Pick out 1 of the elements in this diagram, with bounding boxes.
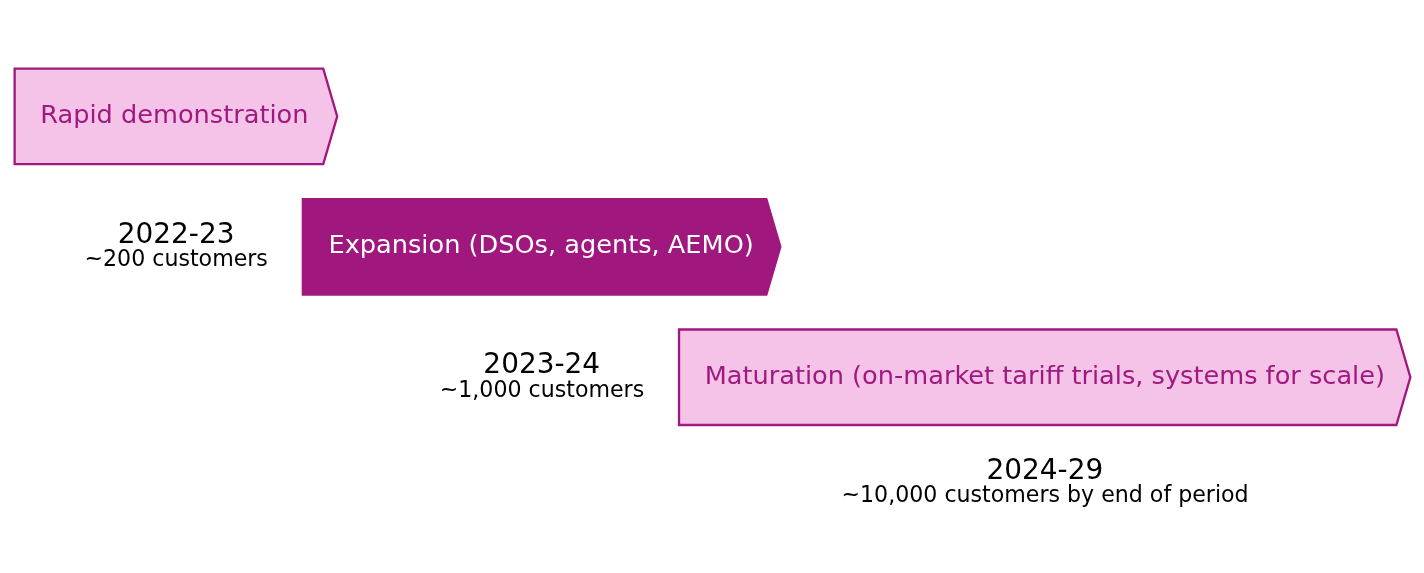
node-label: ~10,000 customers by end of period	[840, 480, 1249, 507]
